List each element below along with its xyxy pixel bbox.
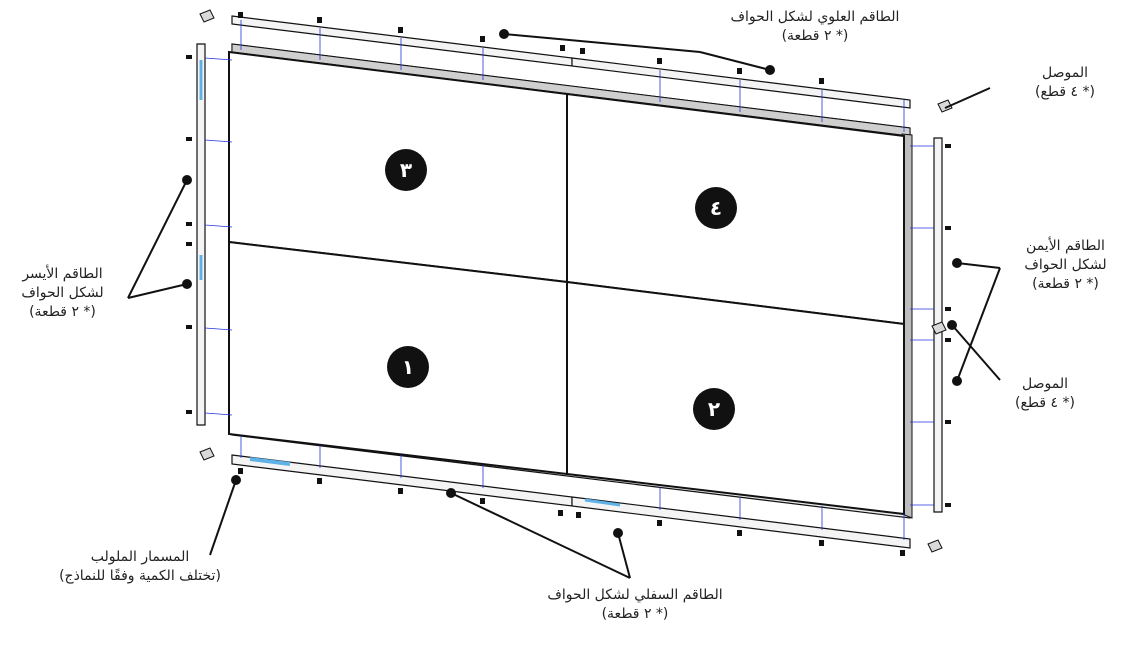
right-guide-lines [910,145,934,506]
screws-top [238,12,824,84]
badge-3-text: ٣ [400,158,412,182]
screws-left [186,55,192,414]
top-guide-lines [240,20,905,132]
label-screw-line2: (تختلف الكمية وفقًا للنماذج) [59,568,221,584]
leader-dots [182,29,962,538]
left-guide-lines [204,57,233,416]
label-left-frame-line3: (* ٢ قطعة) [29,304,96,320]
label-left-frame: الطاقم الأيسر لشكل الحواف (* ٢ قطعة) [0,265,125,322]
screws-bottom [238,468,905,556]
label-left-frame-line1: الطاقم الأيسر [22,266,103,282]
badge-4 [695,187,737,229]
label-connector-top: الموصل (* ٤ قطع) [1020,64,1110,102]
top-frame-rail-right [571,57,911,109]
badge-4-text: ٤ [710,196,722,220]
screws-right [945,144,951,507]
badge-1 [387,346,429,388]
panel-2 [566,280,905,516]
label-right-frame-line3: (* ٢ قطعة) [1032,276,1099,292]
label-top-frame-line1: الطاقم العلوي لشكل الحواف [730,9,900,25]
badge-1-text: ١ [402,355,414,379]
label-right-frame-line2: لشكل الحواف [1024,257,1107,273]
label-top-frame: الطاقم العلوي لشكل الحواف (* ٢ قطعة) [700,8,930,46]
bottom-rail-highlight [249,457,291,466]
label-left-frame-line2: لشكل الحواف [21,285,104,301]
label-connector-right-line1: الموصل [1022,376,1068,392]
bottom-guide-lines [240,436,905,540]
label-top-frame-line2: (* ٢ قطعة) [781,28,849,44]
label-bottom-frame-line2: (* ٢ قطعة) [601,606,669,622]
label-right-frame-line1: الطاقم الأيمن [1026,238,1105,254]
badge-2 [693,388,735,430]
label-screw-line1: المسمار الملولب [90,549,190,565]
label-screw: المسمار الملولب (تختلف الكمية وفقًا للنم… [20,548,260,586]
label-connector-top-line2: (* ٤ قطع) [1035,84,1095,100]
label-connector-right: الموصل (* ٤ قطع) [990,375,1100,413]
leader-lines [127,33,1001,579]
label-bottom-frame-line1: الطاقم السفلي لشكل الحواف [547,587,723,603]
label-right-frame: الطاقم الأيمن لشكل الحواف (* ٢ قطعة) [1008,237,1123,294]
bottom-frame-rail-right [571,496,911,549]
label-connector-top-line1: الموصل [1042,65,1088,81]
badge-2-text: ٢ [708,397,720,421]
label-bottom-frame: الطاقم السفلي لشكل الحواف (* ٢ قطعة) [520,586,750,624]
connector-parts [199,9,953,553]
badge-3 [385,149,427,191]
panel-badges: ٣ ٤ ١ ٢ [385,149,737,430]
left-frame-rail [196,43,206,426]
bottom-rail-highlight-2 [584,498,621,507]
label-connector-right-line2: (* ٤ قطع) [1015,395,1075,411]
